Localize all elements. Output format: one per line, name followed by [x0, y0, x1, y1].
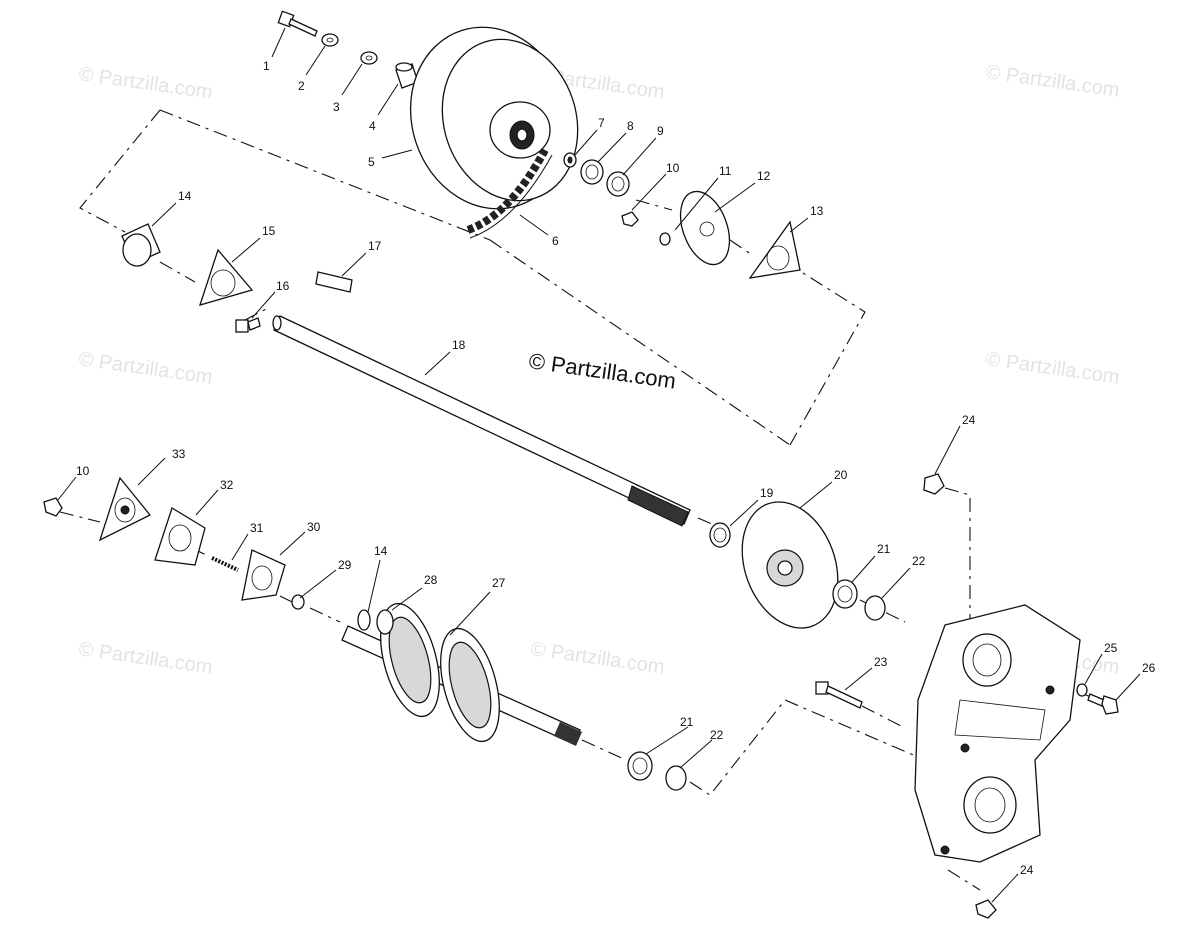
- part-24-nut-upper: [923, 473, 945, 495]
- watermark-1: © Partzilla.com: [77, 63, 214, 104]
- callout-18: 18: [452, 338, 466, 352]
- callout-13: 13: [810, 204, 824, 218]
- part-7-washer: [563, 152, 577, 168]
- part-2-washer: [321, 33, 339, 47]
- part-19-ring: [709, 522, 731, 548]
- part-28-bearing: [376, 609, 394, 635]
- callout-10: 10: [666, 161, 680, 175]
- callout-27: 27: [492, 576, 506, 590]
- part-20-disc: [741, 501, 839, 629]
- callout-21-lower: 21: [680, 715, 694, 729]
- callout-17: 17: [368, 239, 382, 253]
- part-6-chain: [466, 148, 553, 239]
- part-5-driven-sprocket: [409, 26, 579, 210]
- callout-5: 5: [368, 155, 375, 169]
- part-33-flange: [98, 476, 152, 542]
- callout-15: 15: [262, 224, 276, 238]
- callout-14-upper: 14: [178, 189, 192, 203]
- part-21-bearing-upper: [832, 579, 858, 609]
- part-13-bearing-flange: [748, 220, 801, 279]
- part-29-bushing: [291, 594, 305, 610]
- callout-22-upper: 22: [912, 554, 926, 568]
- callout-8: 8: [627, 119, 634, 133]
- callout-labels: 1 2 3 4 5 6 7 8 9 10 11 12 13 14 15 16 1…: [76, 59, 1156, 877]
- part-31-spring: [211, 556, 239, 572]
- part-14-bearing-lower: [357, 609, 371, 631]
- callout-31: 31: [250, 521, 264, 535]
- callout-6: 6: [552, 234, 559, 248]
- callout-25: 25: [1104, 641, 1118, 655]
- part-24-nut-lower: [975, 899, 997, 919]
- callout-33: 33: [172, 447, 186, 461]
- callout-22-lower: 22: [710, 728, 724, 742]
- part-14-bearing: [121, 223, 161, 267]
- callout-14-lower: 14: [374, 544, 388, 558]
- part-26-bolt: [1087, 693, 1119, 715]
- leader-lines: [57, 27, 1141, 903]
- part-27-drive-shaft: [341, 602, 582, 746]
- watermark-4: © Partzilla.com: [77, 348, 214, 389]
- brand-watermark: © Partzilla.com: [527, 348, 677, 393]
- callout-21-upper: 21: [877, 542, 891, 556]
- callout-16: 16: [276, 279, 290, 293]
- watermark-3: © Partzilla.com: [984, 61, 1121, 102]
- part-30-flange: [241, 549, 286, 601]
- watermark-6: © Partzilla.com: [77, 638, 214, 679]
- callout-4: 4: [369, 119, 376, 133]
- callout-12: 12: [757, 169, 771, 183]
- part-9-seal: [606, 171, 630, 197]
- part-10-nut-lower: [43, 497, 63, 517]
- callout-11: 11: [719, 164, 732, 178]
- part-21-bearing-lower: [627, 751, 653, 781]
- part-18-shaft: [272, 315, 691, 527]
- part-32-plate: [154, 507, 206, 566]
- callout-26: 26: [1142, 661, 1156, 675]
- watermark-5: © Partzilla.com: [984, 348, 1121, 389]
- callout-3: 3: [333, 100, 340, 114]
- callout-9: 9: [657, 124, 664, 138]
- callout-28: 28: [424, 573, 438, 587]
- callout-20: 20: [834, 468, 848, 482]
- callout-7: 7: [598, 116, 605, 130]
- callout-10-lower: 10: [76, 464, 90, 478]
- callout-32: 32: [220, 478, 234, 492]
- part-4-bushing: [395, 62, 419, 89]
- part-22-cap-lower: [665, 765, 687, 791]
- part-8-seal: [580, 159, 604, 185]
- part-3-washer: [360, 51, 378, 65]
- part-25-washer: [1076, 683, 1088, 697]
- part-11-washer: [659, 232, 671, 246]
- callout-2: 2: [298, 79, 305, 93]
- part-23-bolt: [815, 681, 863, 709]
- part-12-plate: [679, 190, 731, 266]
- callout-30: 30: [307, 520, 321, 534]
- callout-29: 29: [338, 558, 352, 572]
- callout-23: 23: [874, 655, 888, 669]
- watermark-7: © Partzilla.com: [529, 638, 666, 679]
- part-15-flange: [199, 248, 254, 306]
- callout-24-upper: 24: [962, 413, 976, 427]
- part-17-key: [315, 271, 353, 293]
- part-22-cap-upper: [864, 595, 886, 621]
- callout-24-lower: 24: [1020, 863, 1034, 877]
- callout-19: 19: [760, 486, 774, 500]
- part-10-nut: [621, 211, 639, 227]
- part-16-bolt: [235, 317, 261, 333]
- callout-1: 1: [263, 59, 270, 73]
- chaincase-housing: [914, 604, 1081, 863]
- part-1-bolt: [277, 10, 318, 37]
